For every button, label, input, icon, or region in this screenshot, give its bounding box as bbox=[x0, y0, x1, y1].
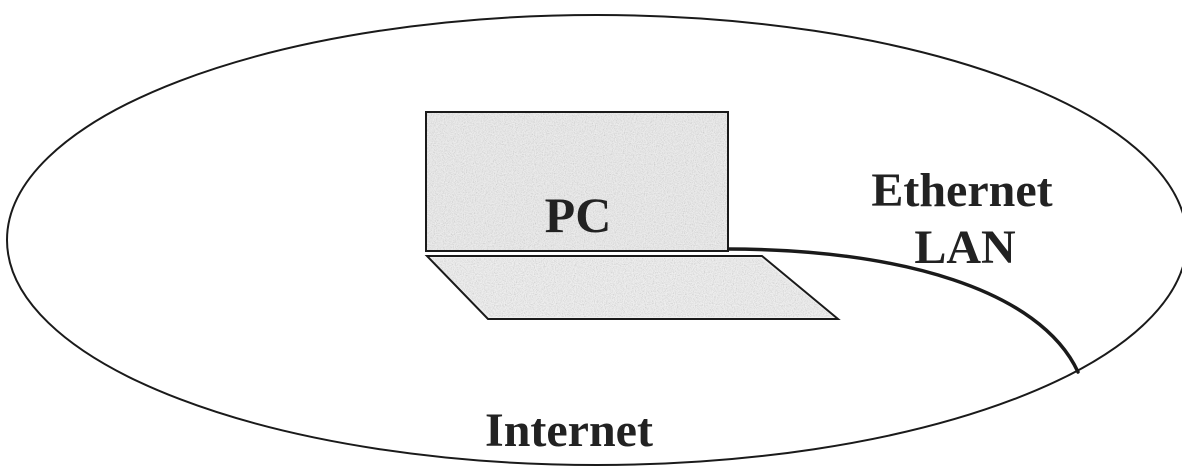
lan-label: LAN bbox=[914, 221, 1016, 274]
internet-label: Internet bbox=[485, 404, 653, 457]
internet-boundary-ellipse bbox=[6, 14, 1182, 466]
pc-keyboard bbox=[424, 255, 841, 320]
pc-screen bbox=[425, 111, 729, 252]
pc-label: PC bbox=[545, 187, 612, 243]
ethernet-cable bbox=[725, 247, 1080, 374]
ethernet-label: Ethernet bbox=[871, 164, 1052, 217]
